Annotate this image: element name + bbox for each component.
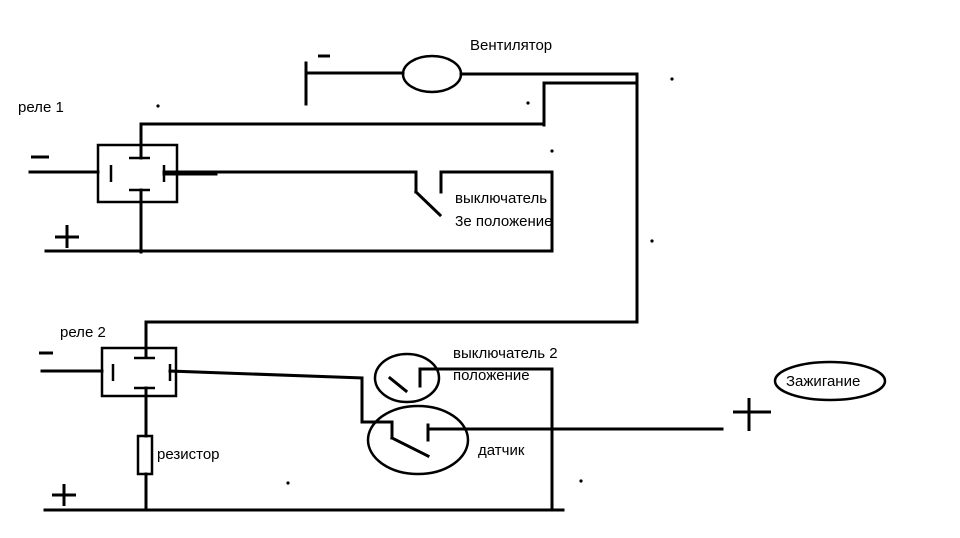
- stray-dot: [156, 104, 160, 108]
- stray-dot: [650, 239, 654, 243]
- stray-dot: [579, 479, 583, 483]
- switch2-circle: [373, 352, 441, 404]
- sensor-circle: [366, 404, 470, 476]
- ignition: Зажигание: [733, 360, 887, 431]
- switch1-label-line2: 3е положение: [455, 213, 552, 230]
- resistor-label: резистор: [157, 446, 220, 463]
- relay2: реле 2 резистор: [39, 320, 639, 512]
- relay1: реле 1: [18, 99, 554, 254]
- switch2-and-sensor: выключатель 2 положение датчик: [360, 345, 724, 512]
- stray-dot: [286, 481, 290, 485]
- resistor: [136, 434, 154, 476]
- fan-label: Вентилятор: [470, 37, 552, 54]
- relay2-label: реле 2: [60, 324, 106, 341]
- stray-dots: [156, 77, 674, 485]
- fan-motor: [401, 54, 463, 94]
- fan-circuit: Вентилятор: [304, 37, 639, 324]
- stray-dot: [526, 101, 530, 105]
- sensor-blade: [389, 435, 431, 459]
- switch1-blade: [413, 189, 443, 218]
- stray-dot: [670, 77, 674, 81]
- stray-dot: [550, 149, 554, 153]
- switch2-blade: [387, 375, 409, 394]
- relay1-label: реле 1: [18, 99, 64, 116]
- switch1-label-line1: выключатель: [455, 190, 547, 207]
- ignition-label: Зажигание: [786, 373, 860, 390]
- switch2-label-line1: выключатель 2: [453, 345, 558, 362]
- relay2-switch-wire: [168, 369, 364, 380]
- sensor-label: датчик: [478, 442, 525, 459]
- switch2-label-line2: положение: [453, 367, 530, 384]
- switch1: выключатель 3е положение: [413, 170, 554, 253]
- ignition-ellipse: [773, 360, 887, 402]
